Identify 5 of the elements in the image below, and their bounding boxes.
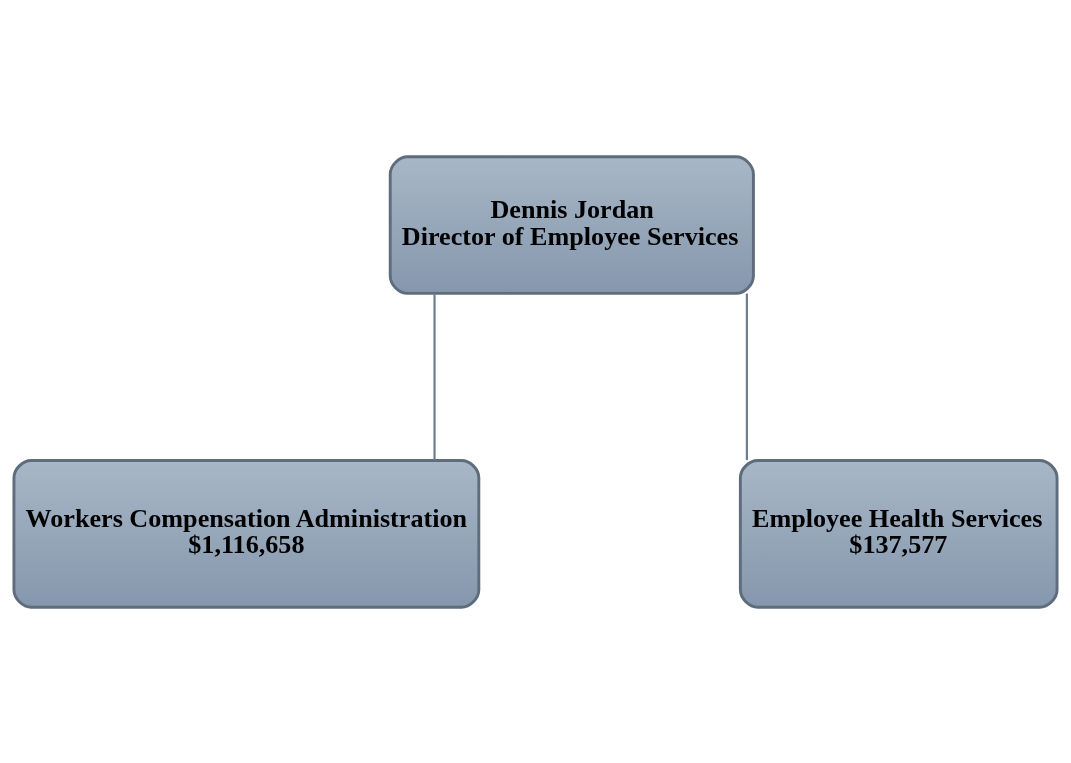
node-box: Dennis Jordan Director of Employee Services (388, 154, 755, 295)
connector (745, 293, 748, 460)
node-box: Employee Health Services $137,577 (738, 458, 1059, 609)
connector (433, 293, 436, 460)
node-box: Workers Compensation Administration $1,116,658 (12, 458, 481, 609)
